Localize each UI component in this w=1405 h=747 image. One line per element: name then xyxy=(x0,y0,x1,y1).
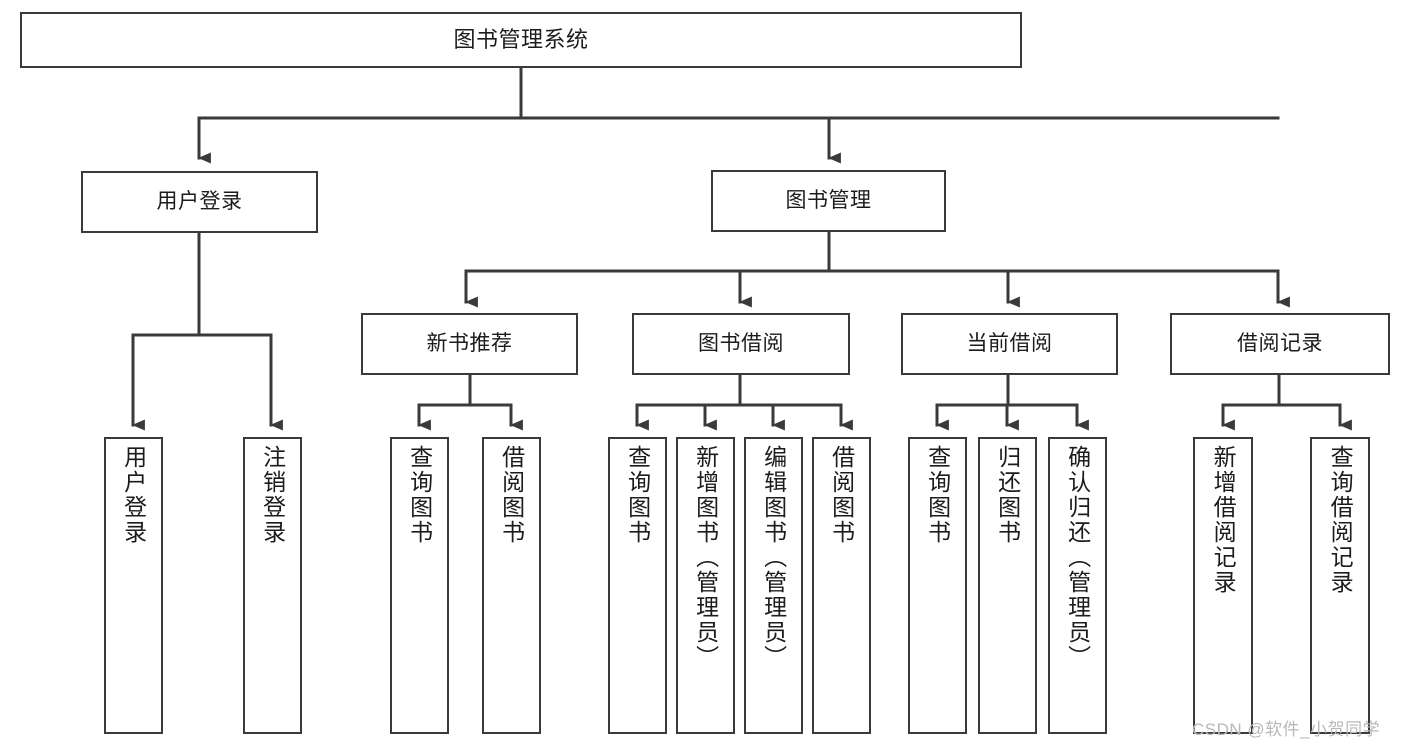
node-label: 图书管理系统 xyxy=(453,27,589,53)
node-borrow-record[interactable]: 借阅记录 xyxy=(1170,313,1390,375)
node-label: 新增图书（管理员） xyxy=(692,445,719,670)
node-label: 借阅记录 xyxy=(1237,331,1323,355)
leaf-return-book[interactable]: 归还图书 xyxy=(978,437,1037,734)
leaf-query-book-recommend[interactable]: 查询图书 xyxy=(390,437,449,734)
leaf-user-login[interactable]: 用户登录 xyxy=(104,437,163,734)
leaf-edit-book[interactable]: 编辑图书（管理员） xyxy=(744,437,803,734)
leaf-query-book-borrow[interactable]: 查询图书 xyxy=(608,437,667,734)
node-label: 当前借阅 xyxy=(966,331,1053,355)
leaf-add-book[interactable]: 新增图书（管理员） xyxy=(676,437,735,734)
leaf-confirm-return[interactable]: 确认归还（管理员） xyxy=(1048,437,1107,734)
node-label: 图书管理 xyxy=(785,188,872,212)
node-label: 新书推荐 xyxy=(426,331,513,355)
node-book-management[interactable]: 图书管理 xyxy=(711,170,946,232)
leaf-logout-login[interactable]: 注销登录 xyxy=(243,437,302,734)
node-label: 编辑图书（管理员） xyxy=(760,445,787,670)
node-label: 注销登录 xyxy=(259,445,286,545)
node-label: 归还图书 xyxy=(994,445,1021,545)
node-current-borrow[interactable]: 当前借阅 xyxy=(901,313,1118,375)
node-label: 用户登录 xyxy=(120,445,147,545)
leaf-add-borrow-record[interactable]: 新增借阅记录 xyxy=(1193,437,1253,734)
leaf-query-book-current[interactable]: 查询图书 xyxy=(908,437,967,734)
node-label: 图书借阅 xyxy=(698,331,784,355)
node-label: 确认归还（管理员） xyxy=(1064,445,1091,670)
leaf-borrow-book-recommend[interactable]: 借阅图书 xyxy=(482,437,541,734)
node-label: 用户登录 xyxy=(156,189,243,213)
csdn-watermark: CSDN @软件_小贺同学 xyxy=(1192,720,1381,739)
node-label: 查询图书 xyxy=(406,445,433,545)
node-label: 查询借阅记录 xyxy=(1327,445,1354,595)
node-label: 借阅图书 xyxy=(498,445,525,545)
node-label: 新增借阅记录 xyxy=(1210,445,1237,595)
leaf-borrow-book[interactable]: 借阅图书 xyxy=(812,437,871,734)
node-new-book-recommend[interactable]: 新书推荐 xyxy=(361,313,578,375)
node-label: 查询图书 xyxy=(624,445,651,545)
node-book-borrow[interactable]: 图书借阅 xyxy=(632,313,850,375)
node-label: 查询图书 xyxy=(924,445,951,545)
leaf-query-borrow-record[interactable]: 查询借阅记录 xyxy=(1310,437,1370,734)
node-user-login[interactable]: 用户登录 xyxy=(81,171,318,233)
node-root-system[interactable]: 图书管理系统 xyxy=(20,12,1022,68)
node-label: 借阅图书 xyxy=(828,445,855,545)
